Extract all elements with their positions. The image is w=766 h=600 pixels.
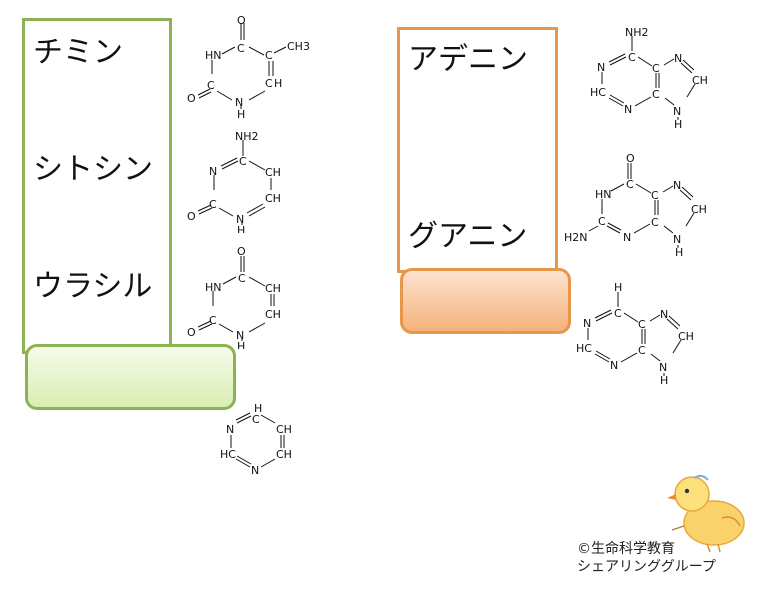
pyrimidine-blank-box[interactable] (25, 344, 236, 410)
pyrimidine-CH-top: CH (276, 423, 292, 436)
label-thymine: チミン (33, 35, 123, 70)
pyrimidine-structure: H N C CH HC N CH (220, 402, 292, 477)
guanine-structure: O HN C C N CH H2N C N C N H (564, 152, 707, 259)
cytosine-C: C (239, 155, 247, 168)
adenine-C1: C (628, 51, 636, 64)
thymine-structure: O HN C C CH3 O C N H C H (187, 14, 310, 119)
label-guanine: グアニン (408, 219, 528, 254)
uracil-H: H (237, 340, 245, 349)
purine-C3: C (638, 344, 646, 357)
adenine-N3: N (624, 103, 632, 116)
thymine-CH3: CH3 (287, 40, 310, 53)
cytosine-NH2: NH2 (235, 130, 259, 143)
purine-N1: N (583, 317, 591, 330)
adenine-N2: N (674, 52, 682, 65)
uracil-O-left: O (187, 326, 196, 339)
thymine-HN: HN (205, 49, 222, 62)
guanine-N2: N (623, 231, 631, 244)
uracil-O-top: O (237, 245, 246, 258)
purine-N3: N (610, 359, 618, 372)
uracil-C: C (238, 272, 246, 285)
guanine-C3: C (598, 215, 606, 228)
cytosine-H: H (237, 224, 245, 233)
adenine-NH2: NH2 (625, 26, 649, 39)
purine-blank-box[interactable] (400, 268, 571, 334)
thymine-C3: C (207, 79, 215, 92)
thymine-H: H (237, 108, 245, 119)
guanine-HN: HN (595, 188, 612, 201)
purine-C2: C (638, 318, 646, 331)
label-uracil: ウラシル (33, 269, 153, 304)
credit-line-1: ©生命科学教育 (577, 541, 675, 557)
thymine-O-left: O (187, 92, 196, 105)
purine-H: H (660, 374, 668, 387)
adenine-N4: N (673, 105, 681, 118)
adenine-structure: NH2 N C C N CH HC N C N H (590, 26, 708, 131)
cytosine-CH-top: CH (265, 166, 281, 179)
purine-N2: N (660, 308, 668, 321)
cytosine-N2: N (236, 213, 244, 226)
adenine-C3: C (652, 88, 660, 101)
purine-frame (397, 27, 558, 273)
pyrimidine-CH-bottom: CH (276, 448, 292, 461)
guanine-C1: C (626, 178, 634, 191)
pyrimidine-N2: N (251, 464, 259, 477)
guanine-N1: N (673, 179, 681, 192)
adenine-C2: C (652, 62, 660, 75)
uracil-CH-top: CH (265, 282, 281, 295)
purine-structure: H N C C N CH HC N C N H (576, 281, 694, 387)
cytosine-C2: C (209, 198, 217, 211)
label-cytosine: シトシン (33, 152, 153, 187)
thymine-C2: C (265, 49, 273, 62)
purine-H-top: H (614, 281, 622, 294)
adenine-N1: N (597, 61, 605, 74)
cytosine-CH-bottom: CH (265, 192, 281, 205)
purine-C1: C (614, 307, 622, 320)
uracil-structure: O HN C CH O C N H CH (187, 245, 281, 349)
guanine-CH: CH (691, 203, 707, 216)
purine-HC: HC (576, 342, 592, 355)
pyrimidine-N1: N (226, 423, 234, 436)
cytosine-N: N (209, 165, 217, 178)
purine-CH: CH (678, 330, 694, 343)
thymine-O-top: O (237, 14, 246, 27)
adenine-HC: HC (590, 86, 606, 99)
uracil-C2: C (209, 314, 217, 327)
thymine-C4: C (265, 77, 273, 90)
guanine-H: H (675, 246, 683, 259)
cytosine-structure: NH2 N C CH O C N H CH (187, 130, 281, 233)
adenine-H: H (674, 118, 682, 131)
pyrimidine-C: C (252, 413, 260, 426)
guanine-C4: C (651, 216, 659, 229)
guanine-C2: C (651, 189, 659, 202)
guanine-N3: N (673, 233, 681, 246)
purine-N4: N (659, 361, 667, 374)
chick-mascot-logo (667, 474, 745, 553)
pyrimidine-HC: HC (220, 448, 236, 461)
thymine-C1: C (237, 42, 245, 55)
adenine-CH: CH (692, 74, 708, 87)
uracil-N: N (236, 329, 244, 342)
pyrimidine-H: H (254, 402, 262, 415)
guanine-O: O (626, 152, 635, 165)
thymine-H2: H (274, 77, 282, 90)
cytosine-O: O (187, 210, 196, 223)
label-adenine: アデニン (408, 42, 528, 77)
uracil-CH-bottom: CH (265, 308, 281, 321)
credit-line-2: シェアリンググループ (577, 559, 716, 575)
thymine-N: N (235, 96, 243, 109)
uracil-HN: HN (205, 281, 222, 294)
pyrimidine-frame (22, 18, 172, 354)
guanine-H2N: H2N (564, 231, 588, 244)
